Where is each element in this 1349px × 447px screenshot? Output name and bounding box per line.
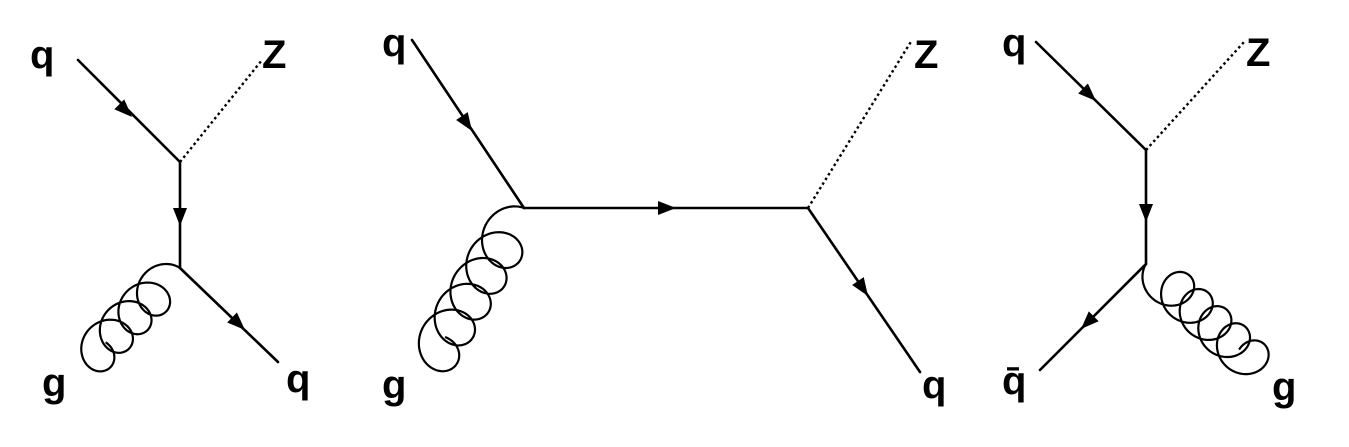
d2-label-gluon: g [382, 363, 406, 407]
d3-label-antiquark: q̄ [1002, 359, 1026, 403]
d2-z-boson-line [806, 39, 914, 209]
d3-antiquark-arrow [1081, 311, 1099, 329]
d3-gluon-line [1141, 263, 1270, 376]
d2-propagator-arrow [658, 201, 676, 215]
d2-gluon-line [417, 205, 525, 373]
d2-label-z-boson: Z [914, 33, 938, 77]
d1-z-boson-line [179, 59, 263, 163]
d2-incoming-quark-arrow [456, 112, 472, 131]
d1-outgoing-quark-arrow [227, 312, 245, 330]
d1-propagator-arrow [173, 208, 187, 226]
d2-outgoing-quark-arrow [852, 277, 868, 296]
d2-label-incoming-quark: q [382, 21, 406, 65]
d1-label-gluon: g [42, 361, 66, 405]
d3-incoming-quark-arrow [1078, 83, 1096, 101]
d3-label-incoming-quark: q [1002, 21, 1026, 65]
diagram-2: q Z g q [382, 21, 946, 407]
d1-label-incoming-quark: q [30, 33, 54, 77]
d3-label-z-boson: Z [1246, 31, 1270, 75]
d3-z-boson-line [1145, 41, 1245, 151]
diagram-1: q Z g q [30, 33, 310, 405]
d1-incoming-quark-arrow [114, 99, 132, 117]
diagram-3: q Z q̄ g [1002, 21, 1296, 409]
d1-label-z-boson: Z [262, 33, 286, 77]
d2-label-outgoing-quark: q [922, 363, 946, 407]
d3-propagator-arrow [1139, 204, 1153, 222]
d3-label-gluon: g [1272, 365, 1296, 409]
d1-label-outgoing-quark: q [286, 357, 310, 401]
d1-outgoing-quark-line [178, 266, 280, 364]
d1-gluon-line [80, 262, 181, 373]
